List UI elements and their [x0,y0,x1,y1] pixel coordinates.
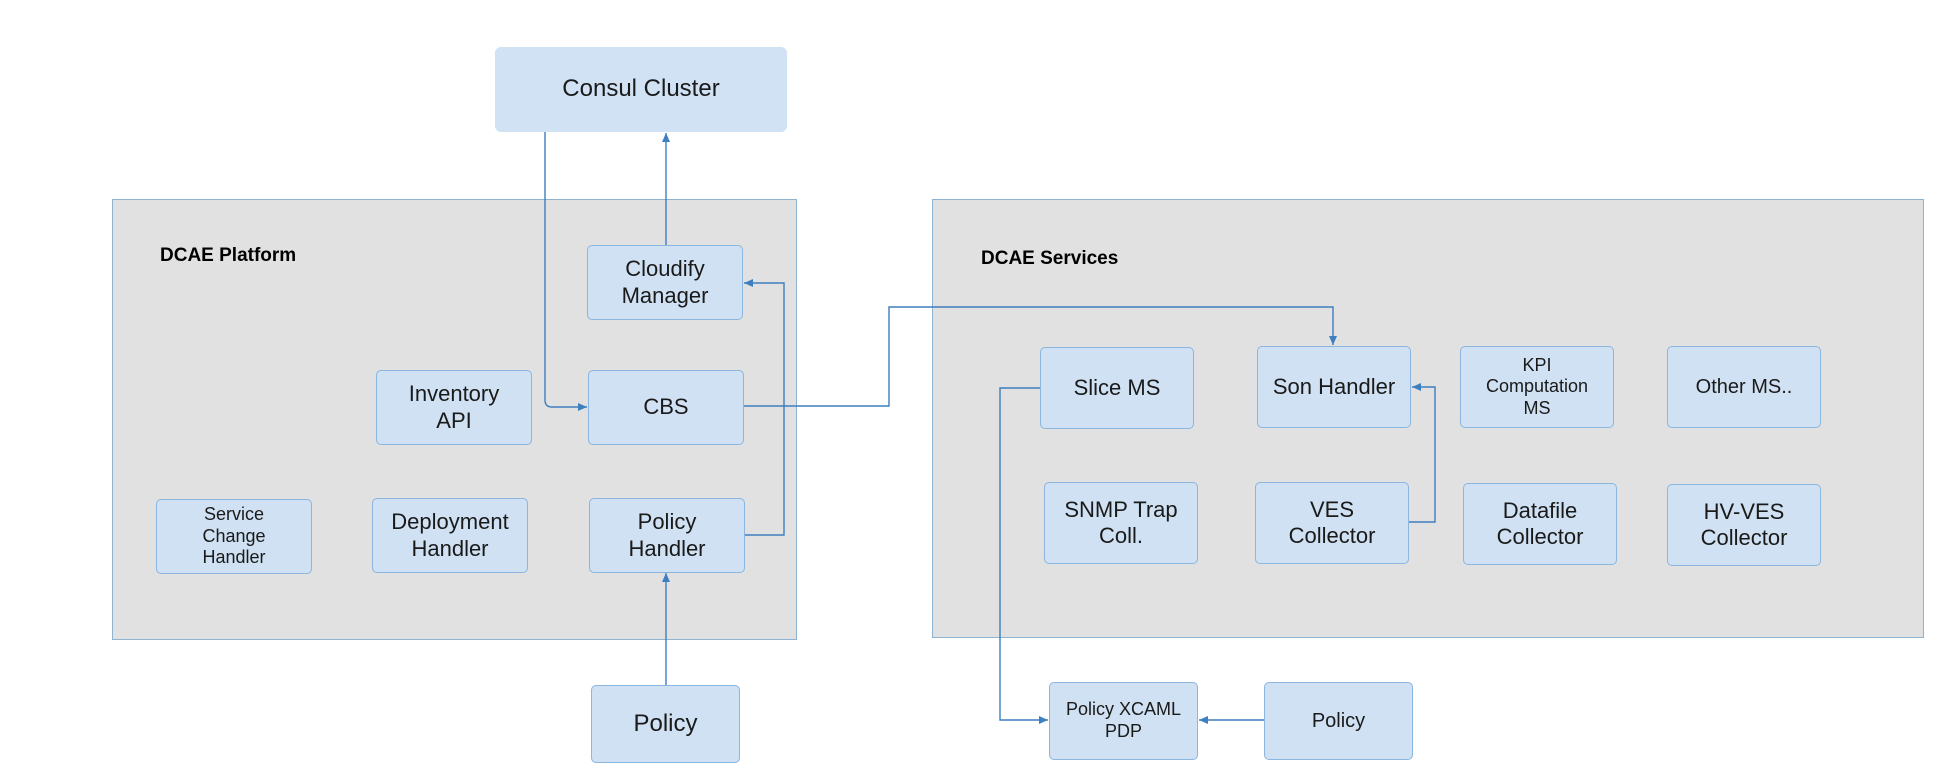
consul-cluster-node[interactable]: Consul Cluster [495,47,787,132]
son-handler-node[interactable]: Son Handler [1257,346,1411,428]
slice-ms-node[interactable]: Slice MS [1040,347,1194,429]
cbs-node[interactable]: CBS [588,370,744,445]
policy-node[interactable]: Policy [591,685,740,763]
dcae-platform-title: DCAE Platform [160,245,297,266]
dcae-services-title: DCAE Services [981,248,1119,269]
policy-right-node[interactable]: Policy [1264,682,1413,760]
other-ms-node[interactable]: Other MS.. [1667,346,1821,428]
